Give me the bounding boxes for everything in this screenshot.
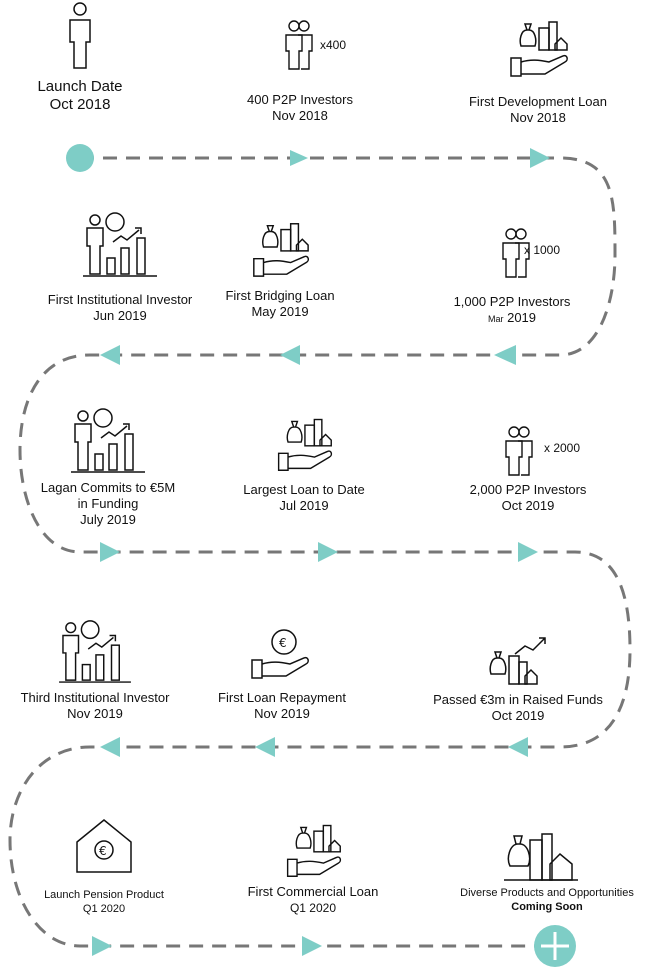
- arrow-right-icon: [518, 542, 538, 562]
- milestone-title-line2: in Funding: [77, 496, 139, 511]
- milestone-date: Nov 2018: [272, 108, 328, 123]
- multiplier-label: x400: [320, 38, 347, 52]
- svg-text:€: €: [99, 844, 107, 858]
- start-dot: [66, 144, 94, 172]
- milestone-date: Coming Soon: [511, 901, 583, 913]
- hand-money-property-icon: [510, 21, 568, 77]
- investor-growth-icon: [71, 408, 145, 473]
- milestone-title: Launch Pension Product: [44, 889, 164, 901]
- milestone-title: 2,000 P2P Investors: [469, 482, 587, 497]
- arrow-right-icon: [302, 936, 322, 956]
- hand-money-property-icon: [253, 223, 310, 277]
- multiplier-label: x 1000: [524, 243, 561, 257]
- timeline-path: [8, 156, 632, 948]
- hand-coin-icon: €: [251, 629, 309, 679]
- arrow-left-icon: [100, 737, 120, 757]
- people-icon: [505, 426, 533, 476]
- milestone-title: First Development Loan: [468, 94, 607, 109]
- multiplier-label: x 2000: [544, 441, 581, 455]
- milestone-largest-loan: Largest Loan to Date Jul 2019: [204, 412, 404, 514]
- milestone-title: Launch Date: [37, 78, 123, 95]
- milestone-investors-400: x400 400 P2P Investors Nov 2018: [200, 18, 400, 124]
- milestone-date: Oct 2019: [501, 498, 555, 513]
- investor-growth-icon: [83, 212, 157, 277]
- milestone-title: Largest Loan to Date: [243, 482, 365, 497]
- milestone-diverse-products: Diverse Products and Opportunities Comin…: [442, 830, 647, 914]
- arrow-left-icon: [255, 737, 275, 757]
- milestone-first-loan-repayment: € First Loan Repayment Nov 2019: [182, 628, 382, 722]
- property-growth-icon: [489, 637, 546, 685]
- milestone-third-institutional-investor: Third Institutional Investor Nov 2019: [0, 618, 195, 722]
- milestone-first-bridging-loan: First Bridging Loan May 2019: [180, 216, 380, 320]
- milestone-date: Q1 2020: [289, 901, 337, 915]
- arrow-right-icon: [290, 150, 308, 166]
- people-icon: [502, 228, 530, 278]
- milestone-date: Oct 2019: [491, 708, 545, 723]
- arrow-left-icon: [280, 345, 300, 365]
- milestone-lagan-commits: Lagan Commits to €5M in Funding July 201…: [8, 406, 208, 528]
- milestone-title: Diverse Products and Opportunities: [460, 887, 634, 899]
- arrow-left-icon: [508, 737, 528, 757]
- milestone-first-development-loan: First Development Loan Nov 2018: [438, 14, 638, 126]
- arrow-right-icon: [318, 542, 338, 562]
- milestone-title: First Commercial Loan: [247, 884, 379, 899]
- milestone-title: First Bridging Loan: [225, 288, 335, 303]
- arrow-left-icon: [100, 345, 120, 365]
- milestone-date: May 2019: [251, 304, 309, 319]
- milestone-date: Nov 2018: [510, 110, 566, 125]
- milestone-first-institutional-investor: First Institutional Investor Jun 2019: [20, 210, 220, 324]
- milestone-investors-2000: x 2000 2,000 P2P Investors Oct 2019: [428, 424, 628, 514]
- milestone-title: Third Institutional Investor: [20, 690, 170, 705]
- milestone-passed-3m: Passed €3m in Raised Funds Oct 2019: [418, 636, 618, 724]
- milestone-launch-pension-product: € Launch Pension Product Q1 2020: [4, 818, 204, 916]
- money-property-icon: [504, 833, 578, 881]
- milestone-date: Nov 2019: [254, 706, 310, 721]
- house-euro-icon: €: [76, 819, 132, 873]
- milestone-title: Passed €3m in Raised Funds: [433, 692, 603, 707]
- milestone-date: 2019: [507, 310, 537, 325]
- milestone-first-commercial-loan: First Commercial Loan Q1 2020: [213, 818, 413, 916]
- hand-money-property-icon: [286, 824, 342, 877]
- milestone-title: First Institutional Investor: [47, 292, 193, 307]
- milestone-date: Nov 2019: [67, 706, 123, 721]
- milestone-date: Oct 2018: [49, 96, 111, 113]
- milestone-date: Jul 2019: [279, 498, 329, 513]
- milestone-date: Q1 2020: [82, 903, 126, 915]
- milestone-launch: Launch Date Oct 2018: [0, 0, 180, 114]
- milestone-title: First Loan Repayment: [218, 690, 346, 705]
- people-icon: [285, 20, 313, 70]
- arrow-right-icon: [530, 148, 550, 168]
- arrow-left-icon: [494, 345, 516, 365]
- milestone-date: Jun 2019: [93, 308, 147, 323]
- plus-icon: [541, 932, 569, 960]
- person-icon: [69, 2, 91, 69]
- arrow-right-icon: [92, 936, 112, 956]
- milestone-date: July 2019: [80, 512, 136, 527]
- milestone-date-prefix: Mar: [487, 314, 504, 324]
- milestone-investors-1000: x 1000 1,000 P2P Investors Mar 2019: [412, 226, 612, 327]
- svg-text:€: €: [279, 636, 287, 650]
- milestone-title: 1,000 P2P Investors: [453, 294, 571, 309]
- milestone-title: 400 P2P Investors: [247, 92, 353, 107]
- arrow-right-icon: [100, 542, 120, 562]
- investor-growth-icon: [59, 620, 131, 683]
- milestone-title: Lagan Commits to €5M: [40, 480, 176, 495]
- hand-money-property-icon: [277, 418, 333, 471]
